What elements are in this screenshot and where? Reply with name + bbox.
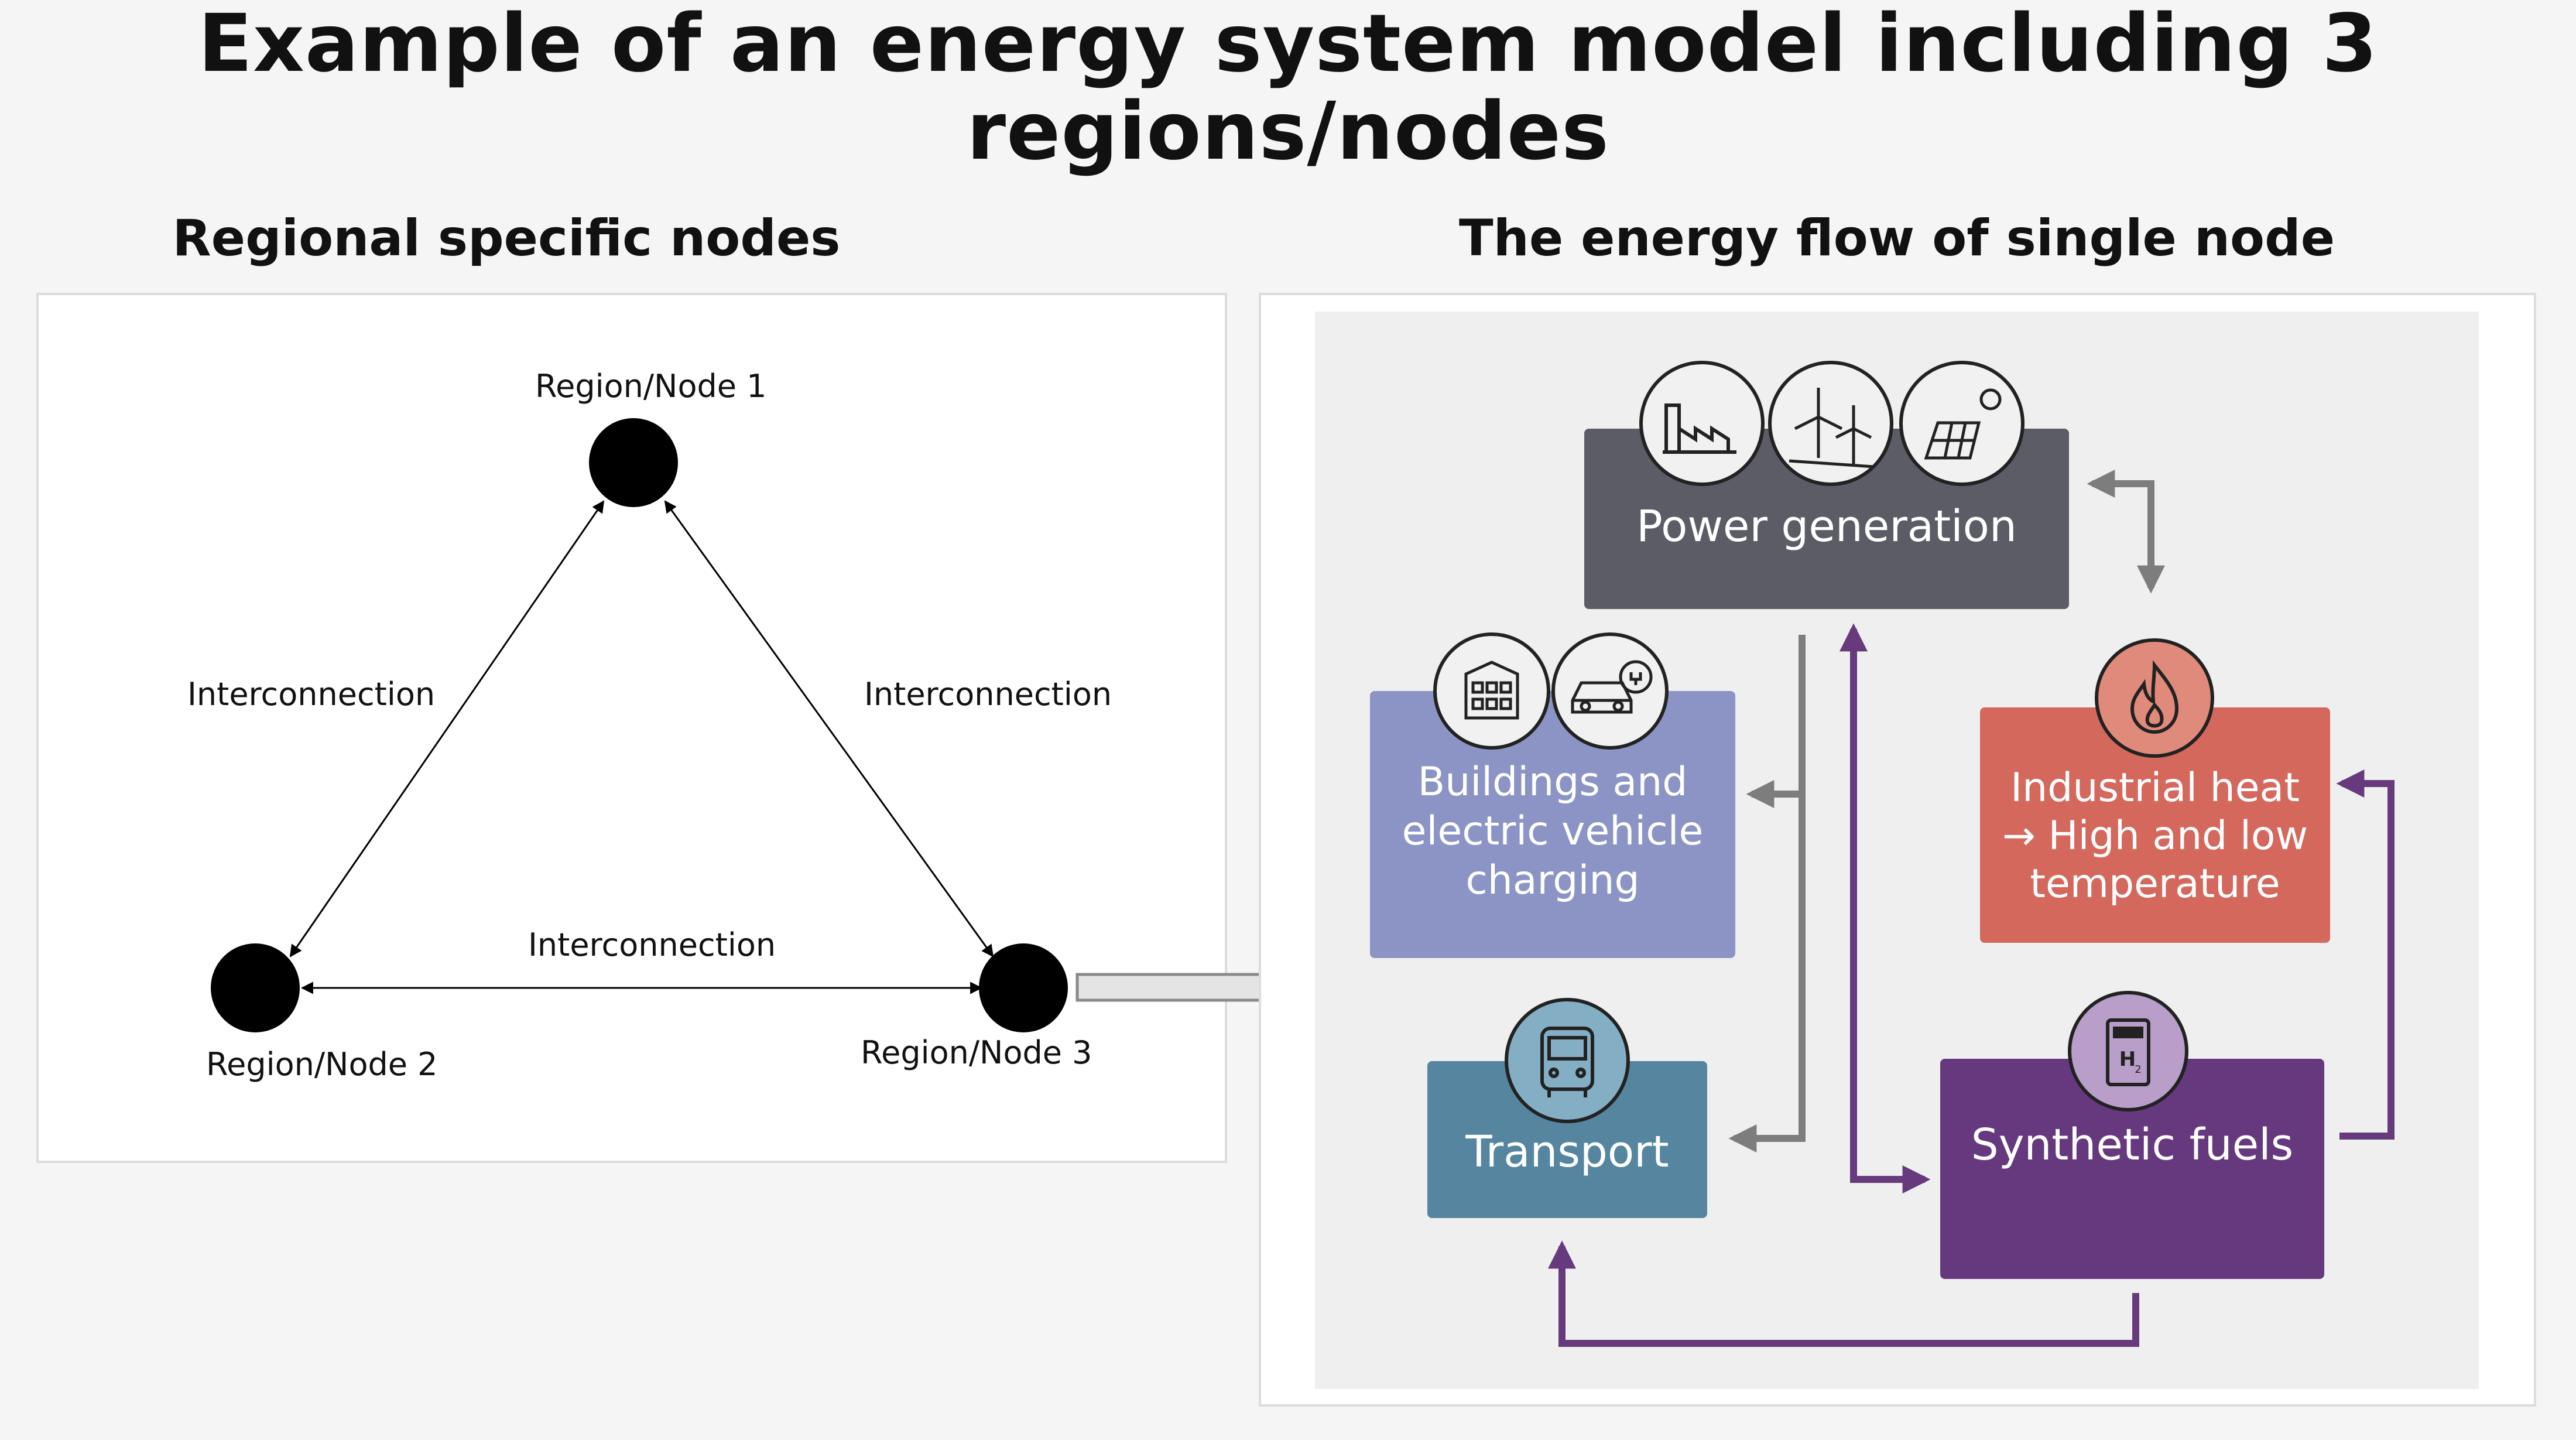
interconnection-label-right: Interconnection	[864, 676, 1112, 713]
industrial-label-line3: temperature	[2030, 861, 2280, 907]
region-node-1	[589, 418, 678, 507]
interconnection-arrows	[289, 500, 994, 994]
bus-icon	[1505, 998, 1630, 1123]
interconnection-label-bottom: Interconnection	[528, 926, 776, 963]
regional-nodes-panel: Region/Node 1 Region/Node 2 Region/Node …	[36, 293, 1227, 1163]
arrow-power-transport	[1728, 635, 1806, 1152]
energy-flow-panel: Power generation Buildings and electric …	[1259, 293, 2536, 1407]
arrow-power-industrial	[2087, 470, 2165, 594]
buildings-ev-charging-box: Buildings and electric vehicle charging	[1370, 691, 1735, 958]
solar-panel-icon	[1899, 361, 2025, 486]
flame-icon	[2095, 638, 2214, 758]
arrow-synthetic-industrial	[2336, 769, 2395, 1140]
region-node-2-label: Region/Node 2	[206, 1046, 438, 1083]
svg-text:2: 2	[2135, 1063, 2141, 1076]
region-node-1-label: Region/Node 1	[535, 368, 767, 405]
industrial-label-line1: Industrial heat	[2010, 765, 2300, 811]
power-generation-label: Power generation	[1636, 501, 2017, 552]
interconnection-label-left: Interconnection	[187, 676, 436, 713]
energy-flow-arrows	[1548, 470, 2395, 1347]
hydrogen-pump-icon: H 2	[2068, 991, 2188, 1111]
left-heading: Regional specific nodes	[172, 209, 841, 268]
electric-car-icon	[1551, 632, 1669, 750]
arrow-power-synthetic	[1839, 623, 1931, 1193]
building-icon	[1433, 632, 1550, 750]
svg-text:H: H	[2119, 1048, 2136, 1071]
region-node-3	[979, 943, 1068, 1032]
synthetic-fuels-label: Synthetic fuels	[1971, 1120, 2294, 1170]
page-title: Example of an energy system model includ…	[198, 0, 2378, 178]
right-heading: The energy flow of single node	[1458, 209, 2335, 268]
industrial-label-line2: → High and low	[2002, 813, 2308, 859]
buildings-label-line3: charging	[1465, 857, 1640, 904]
interconnection-line-1-3	[664, 500, 994, 957]
region-node-3-label: Region/Node 3	[861, 1034, 1092, 1071]
region-node-2	[211, 943, 300, 1032]
transport-label: Transport	[1465, 1127, 1669, 1177]
wind-turbine-icon	[1768, 361, 1893, 486]
arrow-synthetic-transport	[1548, 1240, 2139, 1347]
interconnection-line-1-2	[289, 500, 605, 957]
buildings-label-line1: Buildings and	[1417, 759, 1688, 805]
factory-icon	[1639, 361, 1765, 486]
buildings-label-line2: electric vehicle	[1402, 808, 1704, 854]
